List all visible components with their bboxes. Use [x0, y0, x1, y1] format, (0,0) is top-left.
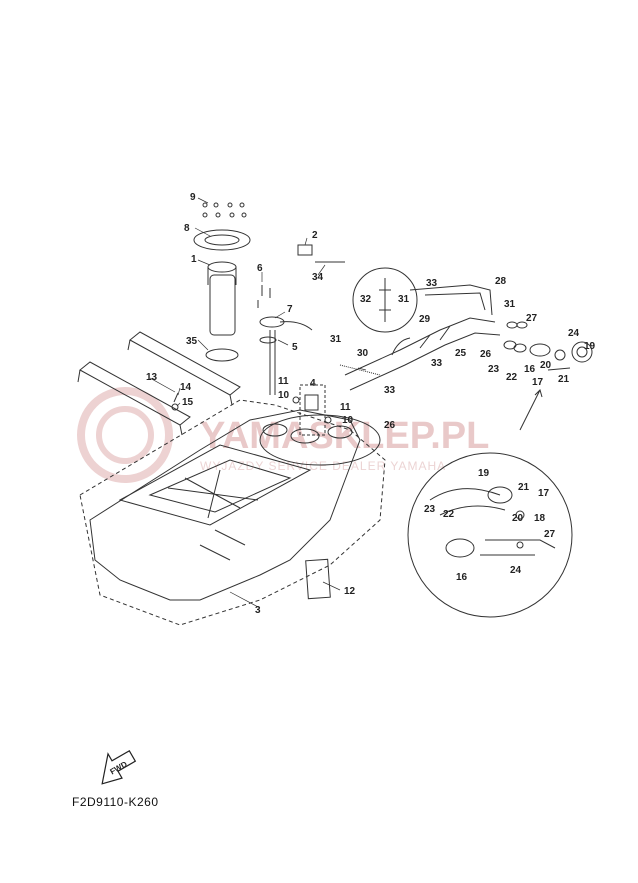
callout-6: 6 — [257, 263, 263, 274]
callout-11a: 11 — [278, 376, 289, 387]
callout-29: 29 — [419, 314, 431, 325]
callout-33b: 33 — [426, 278, 438, 289]
callout-1: 1 — [191, 254, 197, 265]
callout-28: 28 — [495, 276, 507, 287]
callout-24b: 24 — [510, 565, 522, 576]
fwd-arrow-icon: FWD — [101, 749, 137, 785]
level-sender — [259, 316, 313, 395]
callout-33a: 33 — [384, 385, 396, 396]
callout-23b: 23 — [424, 504, 436, 515]
watermark-main-text: YAMASKLEP.PL — [200, 415, 489, 457]
callout-17a: 17 — [532, 377, 544, 388]
watermark-sub-text: WYJAZDY SERVICE DEALER YAMAHA — [200, 459, 446, 473]
callout-13: 13 — [146, 372, 158, 383]
spring-hose — [339, 364, 381, 376]
callout-22a: 22 — [506, 372, 518, 383]
callout-11b: 11 — [340, 402, 351, 413]
fuel-tank — [89, 409, 381, 601]
fitting-2 — [297, 244, 345, 263]
callout-24a: 24 — [568, 328, 580, 339]
callout-31a: 31 — [330, 334, 342, 345]
callout-4: 4 — [310, 378, 316, 389]
callout-21a: 21 — [558, 374, 570, 385]
filler-neck-parts — [503, 321, 593, 371]
callout-20b: 20 — [512, 513, 524, 524]
callout-9: 9 — [190, 192, 196, 203]
callout-8: 8 — [184, 223, 190, 234]
callout-15: 15 — [182, 397, 194, 408]
detail-circle-bottom — [407, 452, 573, 618]
callout-26b: 26 — [480, 349, 492, 360]
callout-30: 30 — [357, 348, 369, 359]
callout-32: 32 — [360, 294, 372, 305]
warning-label-card — [305, 558, 331, 600]
watermark: YAMASKLEP.PL WYJAZDY SERVICE DEALER YAMA… — [77, 387, 489, 483]
callout-34: 34 — [312, 272, 324, 283]
callout-31b: 31 — [398, 294, 410, 305]
callout-23a: 23 — [488, 364, 500, 375]
callout-5: 5 — [292, 342, 298, 353]
callout-19b: 19 — [478, 468, 490, 479]
leader-lines — [149, 197, 367, 609]
fuel-pump-unit — [207, 261, 237, 336]
detail-circle-top — [352, 267, 418, 333]
callout-33c: 33 — [431, 358, 443, 369]
callout-12: 12 — [344, 586, 356, 597]
callout-16b: 16 — [456, 572, 468, 583]
callout-10b: 10 — [342, 415, 354, 426]
callout-26a: 26 — [384, 420, 396, 431]
callout-27a: 27 — [526, 313, 538, 324]
tank-dashed-outline — [79, 399, 386, 626]
washer-15 — [171, 403, 179, 411]
callout-25: 25 — [455, 348, 467, 359]
callout-14: 14 — [180, 382, 192, 393]
callout-35: 35 — [186, 336, 198, 347]
bolt-set — [202, 202, 247, 218]
callout-20a: 20 — [540, 360, 552, 371]
o-ring — [205, 348, 239, 362]
callout-16a: 16 — [524, 364, 536, 375]
callout-21b: 21 — [518, 482, 530, 493]
brackets — [77, 331, 241, 436]
callout-10a: 10 — [278, 390, 290, 401]
detail-arrow — [519, 389, 543, 431]
bolt-14 — [173, 392, 179, 403]
part-callouts: 9 8 1 35 2 34 6 7 5 13 14 15 11 4 10 11 … — [146, 192, 596, 616]
callout-18: 18 — [534, 513, 546, 524]
callout-27b: 27 — [544, 529, 556, 540]
screws — [257, 285, 271, 308]
filler-hose — [344, 284, 501, 391]
callout-3: 3 — [255, 605, 261, 616]
callout-7: 7 — [287, 304, 293, 315]
callout-17b: 17 — [538, 488, 550, 499]
callout-22b: 22 — [443, 509, 455, 520]
callout-31c: 31 — [504, 299, 516, 310]
diagram-code: F2D9110-K260 — [72, 795, 159, 809]
callout-2: 2 — [312, 230, 318, 241]
callout-19a: 19 — [584, 341, 596, 352]
breather-assembly — [292, 384, 332, 436]
gasket-ring — [193, 229, 251, 251]
